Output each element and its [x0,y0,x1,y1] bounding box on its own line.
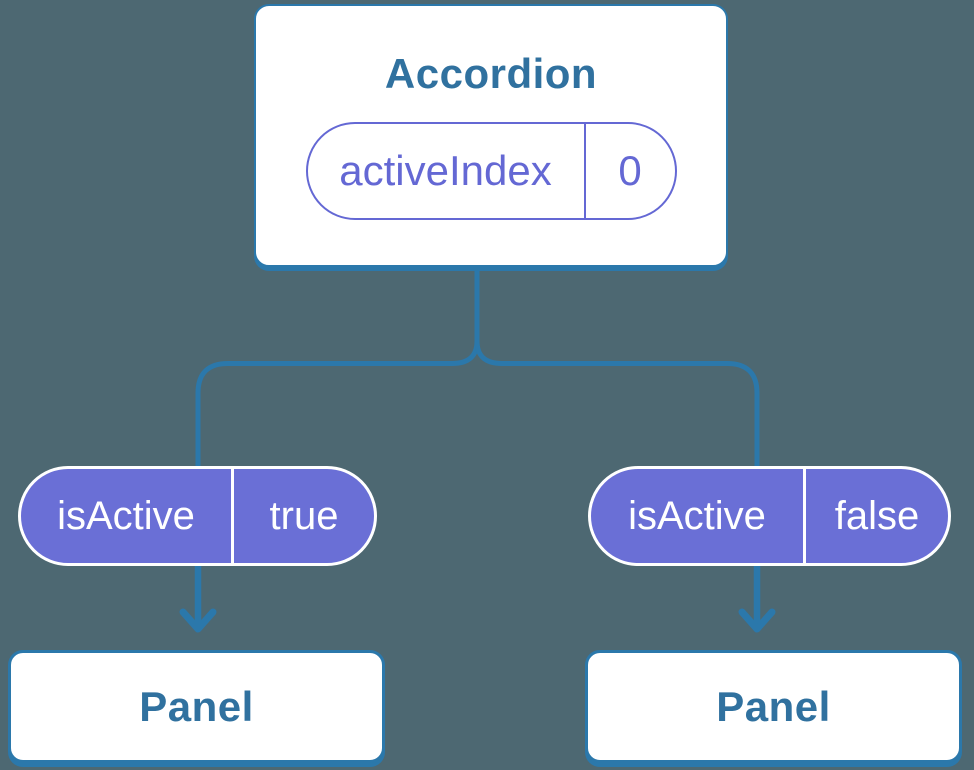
accordion-node-title: Accordion [384,50,598,97]
prop-pill-right-value: false [834,493,920,538]
panel-node-right: Panel [585,650,962,763]
prop-pill-left-value: true [269,493,339,538]
prop-pill-right-name: isActive [628,493,766,538]
state-pill-name: activeIndex [339,147,552,194]
prop-pill-left: isActive true [18,466,377,566]
state-pill: activeIndex 0 [305,122,677,220]
state-pill-value: 0 [618,147,642,194]
tree-edge-right [474,260,760,520]
state-pill-divider [583,124,586,218]
prop-pill-left-divider [231,469,234,563]
arrow-down-right-icon [738,608,776,633]
panel-node-left: Panel [8,650,385,763]
prop-pill-left-name: isActive [57,493,195,538]
prop-pill-right: isActive false [588,466,951,566]
prop-pill-right-divider [803,469,806,563]
arrow-down-left-icon [179,608,217,633]
panel-node-right-title: Panel [716,682,831,730]
panel-node-left-title: Panel [139,682,254,730]
accordion-node: Accordion activeIndex 0 [254,4,728,267]
